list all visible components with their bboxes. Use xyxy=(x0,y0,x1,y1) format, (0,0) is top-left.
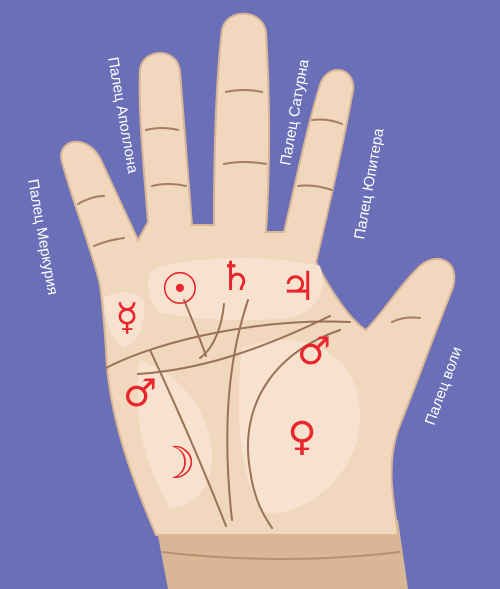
mount-of-venus xyxy=(238,340,361,513)
planet-symbols: ☿ ☉ ♄ ♃ ♂ ♂ ♀ ☽ xyxy=(115,254,331,489)
moon-symbol: ☽ xyxy=(156,438,195,489)
jupiter-symbol: ♃ xyxy=(280,264,316,310)
mount-of-mercury xyxy=(104,292,145,348)
palm-lines xyxy=(105,299,351,529)
palm-mounts xyxy=(104,258,361,513)
finger-creases xyxy=(77,89,421,323)
label-finger-mercury: Палец Меркурия xyxy=(24,178,61,296)
mars-lower-symbol: ♂ xyxy=(123,371,157,415)
label-finger-will: Палец воли xyxy=(422,345,466,428)
mount-of-moon xyxy=(137,360,213,508)
label-finger-apollo: Палец Аполлона xyxy=(104,56,141,176)
apollo-line xyxy=(149,349,227,527)
mercury-symbol: ☿ xyxy=(115,295,138,339)
life-line xyxy=(246,329,341,529)
label-finger-jupiter: Палец Юпитера xyxy=(351,126,387,240)
wrist xyxy=(155,520,408,589)
wrist-crease xyxy=(161,551,401,560)
mars-upper-symbol: ♂ xyxy=(297,329,331,373)
venus-symbol: ♀ xyxy=(287,414,316,460)
sun-symbol: ☉ xyxy=(160,264,199,315)
minor-line-1 xyxy=(199,303,225,359)
upper-mounts xyxy=(148,258,323,320)
minor-line-2 xyxy=(183,299,207,357)
saturn-symbol: ♄ xyxy=(218,254,254,300)
fate-line xyxy=(226,299,249,521)
